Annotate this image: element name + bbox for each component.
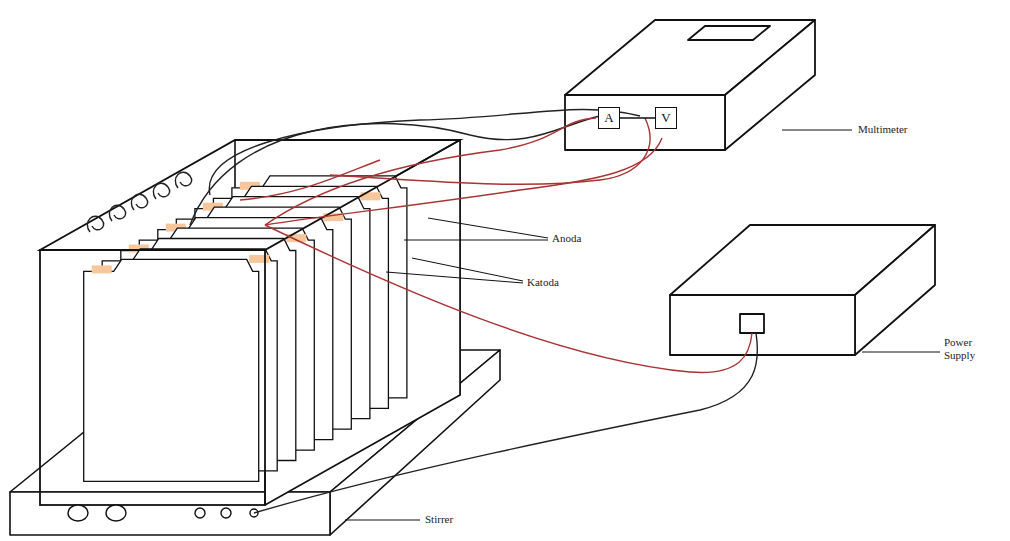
terminal-link — [620, 117, 655, 118]
leader-line — [412, 258, 523, 281]
multimeter-front — [565, 95, 725, 150]
stirrer-button — [195, 508, 205, 518]
wire-coil — [109, 205, 125, 221]
wire — [240, 160, 380, 200]
power-supply-terminal — [740, 314, 764, 333]
wire — [265, 225, 752, 372]
tank-front — [40, 250, 265, 505]
wire-coil — [153, 183, 169, 199]
tank-rim — [40, 140, 460, 250]
instrument-label: Multimeter — [858, 123, 938, 136]
stirrer-front — [10, 492, 330, 535]
terminal-box: A — [598, 107, 620, 129]
leader-line — [428, 218, 548, 238]
power-supply-front — [670, 295, 855, 355]
wire — [265, 118, 596, 225]
instrument-label: Stirrer — [425, 513, 485, 526]
terminal-tab — [92, 265, 112, 273]
wire-coil — [131, 194, 147, 210]
leader-line — [782, 130, 852, 131]
instrument-label: Power Supply — [944, 336, 994, 362]
leader-line — [862, 352, 940, 353]
terminal-letter: V — [661, 110, 670, 126]
wire-coil — [175, 172, 191, 188]
leader-line — [345, 520, 420, 521]
wire — [254, 333, 757, 513]
stirrer-button — [221, 508, 231, 518]
terminal-tab — [249, 255, 269, 263]
terminal-letter: A — [604, 110, 613, 126]
wire — [190, 116, 600, 225]
electrode-label: Katoda — [527, 276, 587, 289]
terminal-box: V — [655, 107, 677, 129]
stirrer-knob — [68, 505, 88, 521]
wire-coil — [87, 216, 103, 232]
electrode-label: Anoda — [552, 232, 612, 245]
electrode-plate — [84, 259, 259, 481]
leader-line — [386, 272, 523, 283]
stirrer-knob — [106, 505, 126, 521]
power-supply-side — [855, 225, 935, 355]
leader-line — [404, 240, 548, 241]
multimeter-display — [688, 26, 770, 40]
